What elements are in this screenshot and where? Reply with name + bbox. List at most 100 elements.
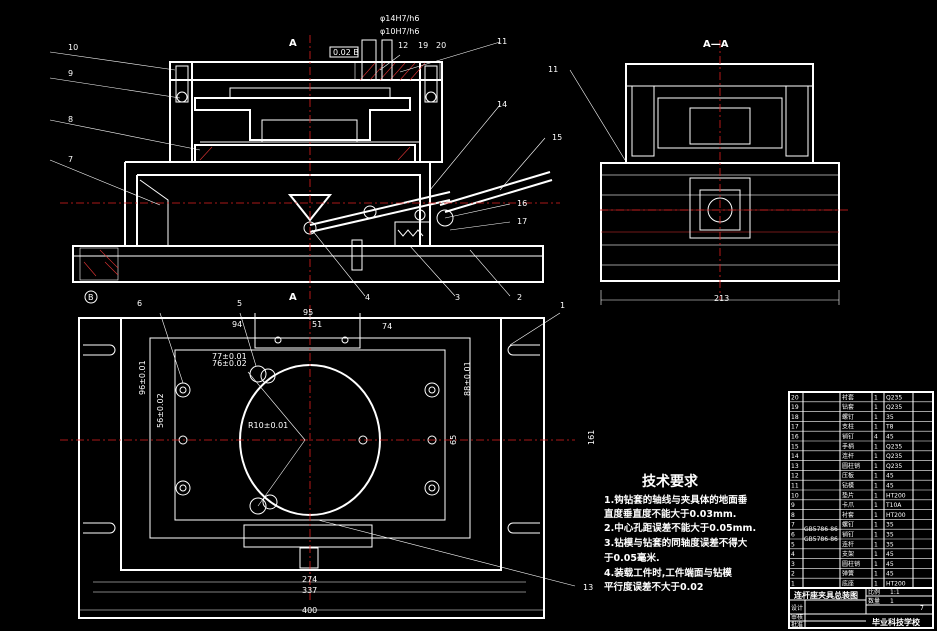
dim-88: 88±0.01	[463, 361, 472, 396]
bom-cell-qty: 1	[874, 414, 878, 421]
drawing-name: 连杆座夹具总装图	[794, 590, 858, 600]
bom-cell-mat: T10A	[885, 502, 902, 509]
bom-cell-mat: Q235	[886, 453, 902, 460]
bom-cell-mat: Q235	[886, 463, 902, 470]
balloon-2: 2	[517, 293, 522, 302]
dim-94: 94	[232, 320, 242, 329]
balloon-20: 20	[436, 41, 446, 50]
bom-cell-qty: 1	[874, 522, 878, 529]
bom-cell-mat: 45	[886, 434, 894, 441]
bom-cell-name: 弹簧	[842, 570, 854, 578]
balloon-8: 8	[68, 115, 73, 124]
bom-cell-name: 螺钉	[842, 413, 854, 421]
balloon-17: 17	[517, 217, 527, 226]
bom-cell-mat: 45	[886, 571, 894, 578]
bom-table	[788, 391, 934, 629]
dim-r10: R10±0.01	[248, 421, 288, 430]
tech-line-4: 3.钻模与钻套的同轴度误差不得大	[604, 537, 748, 549]
bom-cell-mat: HT200	[886, 581, 906, 588]
balloon-15: 15	[552, 133, 562, 142]
front-view	[49, 35, 560, 300]
balloon-side-11: 11	[548, 65, 558, 74]
bom-cell-no: 18	[791, 414, 799, 421]
bom-cell-mat: T8	[885, 424, 894, 431]
dim-95: 95	[303, 308, 313, 317]
balloon-plan-13: 13	[583, 583, 593, 592]
section-label-a-top: A	[289, 38, 297, 49]
scale-label: 比例	[868, 588, 880, 596]
bom-cell-qty: 1	[874, 502, 878, 509]
balloon-19: 19	[418, 41, 428, 50]
bom-cell-no: 5	[791, 541, 795, 548]
bom-cell-mat: 35	[886, 522, 894, 529]
balloon-12: 12	[398, 41, 408, 50]
plan-view	[60, 305, 576, 619]
balloon-plan-1: 1	[560, 301, 565, 310]
bom-cell-no: 6	[791, 532, 795, 539]
bom-cell-no: 9	[791, 502, 795, 509]
bom-cell-name: 底座	[842, 580, 854, 588]
bom-cell-no: 16	[791, 434, 799, 441]
dim-51: 51	[312, 320, 322, 329]
dim-161: 161	[587, 430, 596, 445]
bom-cell-no: 19	[791, 404, 799, 411]
sheet-value: 1	[890, 598, 894, 605]
dim-96: 96±0.01	[138, 360, 147, 395]
balloon-9: 9	[68, 69, 73, 78]
bom-cell-mat: 45	[886, 551, 894, 558]
bom-cell-qty: 1	[874, 541, 878, 548]
bom-cell-no: 13	[791, 463, 799, 470]
dim-56: 56±0.02	[156, 393, 165, 428]
bom-cell-qty: 1	[874, 551, 878, 558]
bom-cell-no: 17	[791, 424, 799, 431]
bom-cell-qty: 4	[874, 434, 878, 441]
row-check: 审核	[791, 613, 803, 621]
bom-cell-name: 支柱	[842, 423, 854, 431]
bom-cell-no: 10	[791, 492, 799, 499]
bom-cell-qty: 1	[874, 404, 878, 411]
bom-cell-mat: 35	[886, 532, 894, 539]
bom-cell-name: 连杆	[842, 452, 854, 460]
bom-cell-no: 7	[791, 522, 795, 529]
scale-value: 1:1	[890, 589, 900, 596]
bom-cell-no: 20	[791, 394, 799, 401]
bom-cell-mat: 45	[886, 483, 894, 490]
bom-cell-qty: 1	[874, 571, 878, 578]
balloon-plan-5: 5	[237, 299, 242, 308]
tech-line-5: 于0.05毫米.	[604, 552, 660, 564]
bom-cell-qty: 1	[874, 424, 878, 431]
bom-cell-qty: 1	[874, 394, 878, 401]
bom-cell-name: 压板	[842, 472, 854, 480]
bom-cell-no: 12	[791, 473, 799, 480]
bom-cell-name: 手柄	[842, 442, 854, 450]
section-label-aa: A—A	[703, 39, 729, 50]
bom-cell-qty: 1	[874, 463, 878, 470]
bom-cell-no: 1	[791, 581, 795, 588]
dim-213: 213	[714, 294, 729, 303]
tech-line-1: 1.钩钻套的轴线与夹具体的地面垂	[604, 494, 748, 506]
bom-cell-name: 衬套	[842, 393, 854, 401]
dim-tol77: 77±0.01	[212, 352, 247, 361]
bom-cell-qty: 1	[874, 492, 878, 499]
bom-cell-mat: 45	[886, 561, 894, 568]
balloon-3: 3	[455, 293, 460, 302]
flatness-callout: 0.02 B	[333, 48, 359, 57]
bom-cell-mat: 35	[886, 541, 894, 548]
bom-cell-name: 卡爪	[842, 501, 854, 509]
bom-cell-no: 3	[791, 561, 795, 568]
tech-line-6: 4.装载工件时,工件端面与钻模	[604, 567, 732, 579]
bom-cell-name: 连杆	[842, 540, 854, 548]
balloon-10: 10	[68, 43, 78, 52]
bom-cell-name: 销钉	[842, 531, 854, 539]
tech-title: 技术要求	[642, 473, 699, 490]
bom-cell-mat: HT200	[886, 492, 906, 499]
bom-cell-mat: Q235	[886, 404, 902, 411]
bom-cell-name: 钻套	[842, 403, 854, 411]
bom-cell-name: 支架	[842, 550, 854, 558]
bom-cell-mat: Q235	[886, 394, 902, 401]
dim-74: 74	[382, 322, 392, 331]
